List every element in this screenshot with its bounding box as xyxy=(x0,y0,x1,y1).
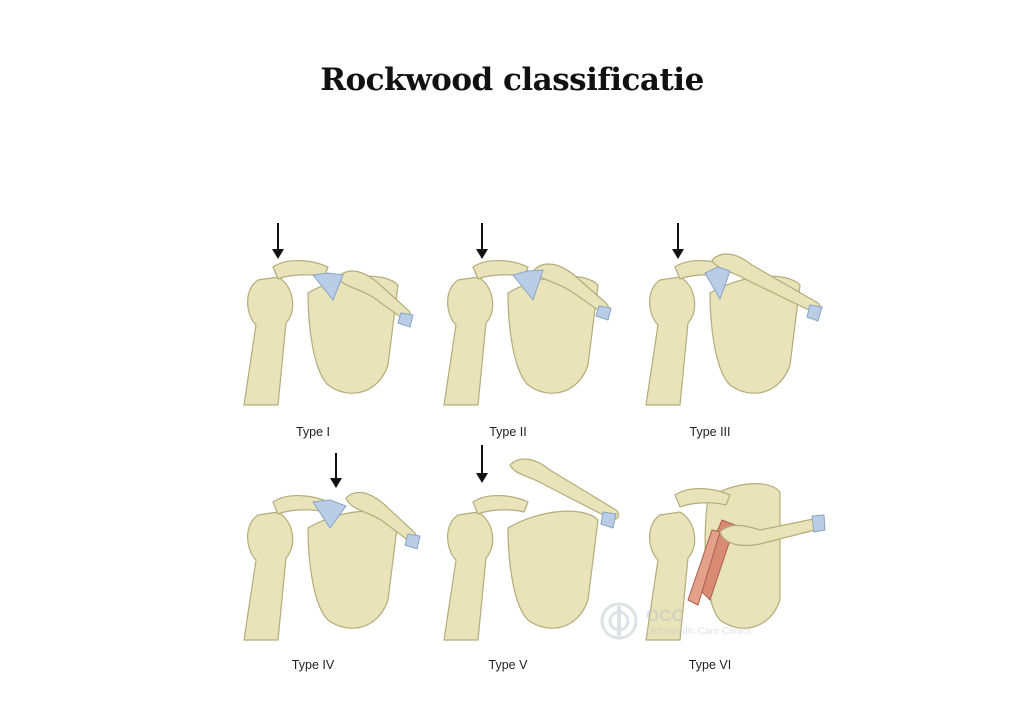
shoulder-illustration xyxy=(243,223,414,406)
panel-type-2 xyxy=(438,215,628,406)
shoulder-illustration xyxy=(443,223,612,406)
occ-logo-icon xyxy=(600,602,638,640)
ligament-shape xyxy=(811,514,826,533)
caption-type-6: Type VI xyxy=(688,658,732,672)
scapula-shape xyxy=(307,510,399,629)
downward-arrow-icon xyxy=(672,223,684,259)
caption-type-1: Type I xyxy=(295,425,331,439)
ligament-shape xyxy=(312,499,421,550)
caption-type-4: Type IV xyxy=(291,658,335,672)
acromion-shape xyxy=(674,488,731,508)
downward-arrow-icon xyxy=(330,453,342,488)
shoulder-illustration xyxy=(645,483,826,641)
ligament-shape xyxy=(704,266,823,322)
ligament-shape xyxy=(512,269,612,321)
clavicle-shape xyxy=(509,458,620,520)
panel-type-3 xyxy=(640,215,830,406)
watermark-name: OCC xyxy=(646,606,684,625)
humerus-shape xyxy=(243,276,294,406)
downward-arrow-icon xyxy=(476,223,488,259)
humerus-shape xyxy=(645,276,696,406)
humerus-shape xyxy=(443,276,494,406)
watermark-subtitle: Orthopedic Care Clinics xyxy=(646,626,752,637)
panel-type-4 xyxy=(238,450,428,641)
humerus-shape xyxy=(645,511,696,641)
panel-type-5 xyxy=(438,445,628,641)
shoulder-illustration xyxy=(645,223,823,406)
watermark: OCC Orthopedic Care Clinics xyxy=(600,600,800,644)
caption-type-5: Type V xyxy=(488,658,528,672)
panel-type-6 xyxy=(640,450,830,641)
caption-type-3: Type III xyxy=(689,425,731,439)
ligament-shape xyxy=(312,272,414,328)
page-title: Rockwood classificatie xyxy=(320,62,704,98)
ligament-shape xyxy=(600,511,617,529)
shoulder-illustration xyxy=(243,453,421,641)
panel-type-1 xyxy=(238,215,428,406)
downward-arrow-icon xyxy=(476,445,488,483)
shoulder-illustration xyxy=(443,445,620,641)
humerus-shape xyxy=(243,511,294,641)
acromion-shape xyxy=(472,495,529,515)
caption-type-2: Type II xyxy=(489,425,527,439)
humerus-shape xyxy=(443,511,494,641)
downward-arrow-icon xyxy=(272,223,284,259)
scapula-shape xyxy=(507,510,599,629)
